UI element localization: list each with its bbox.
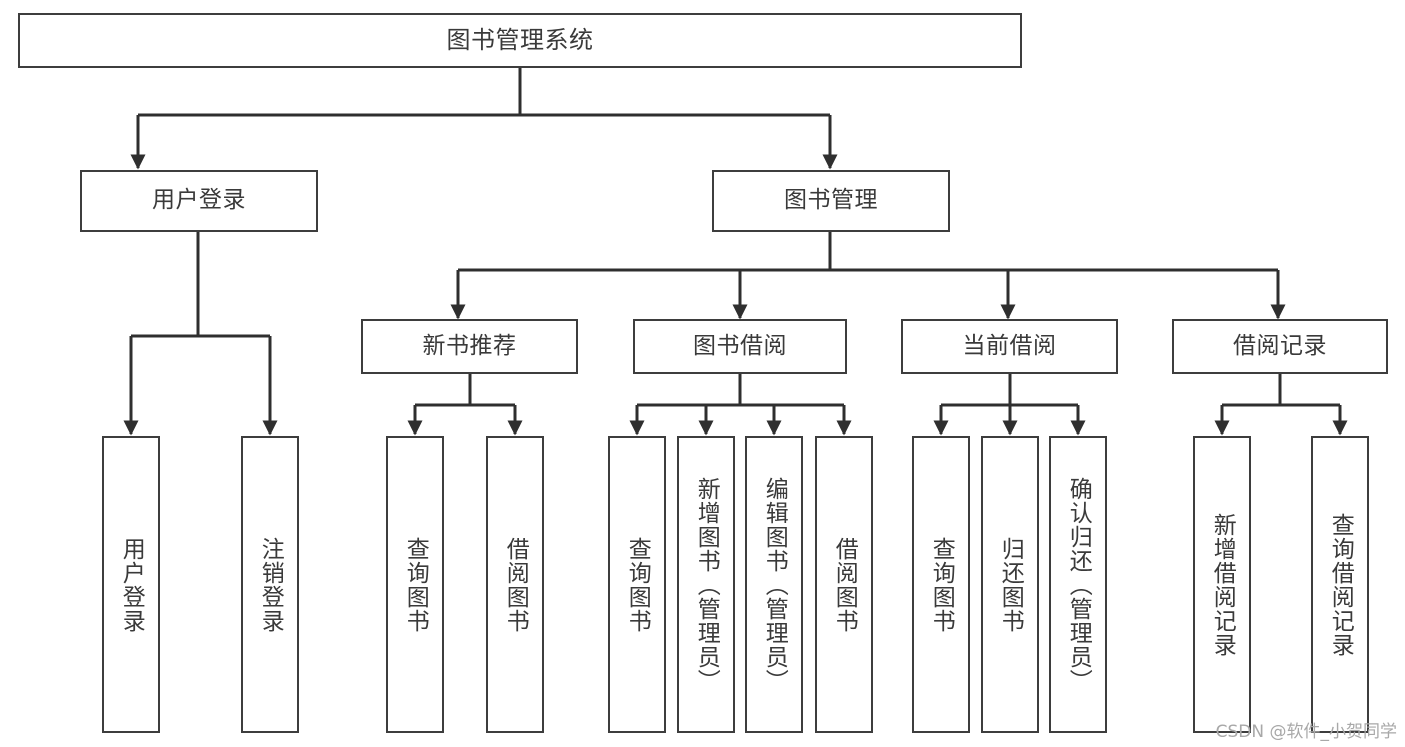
- node-root-label: 图书管理系统: [446, 26, 594, 55]
- node-leaf-edit-book[interactable]: 编辑图书（管理员）: [745, 436, 803, 733]
- node-leaf-query-book-2[interactable]: 查询图书: [608, 436, 666, 733]
- node-book-borrow-label: 图书借阅: [693, 332, 787, 359]
- node-leaf-confirm-return-label: 确认归还（管理员）: [1065, 476, 1092, 693]
- node-root[interactable]: 图书管理系统: [18, 13, 1022, 68]
- node-leaf-query-record-label: 查询借阅记录: [1327, 512, 1354, 657]
- node-leaf-user-login-label: 用户登录: [118, 536, 145, 633]
- node-leaf-query-book-1-label: 查询图书: [402, 536, 429, 633]
- node-leaf-query-book-3-label: 查询图书: [928, 536, 955, 633]
- node-book-manage[interactable]: 图书管理: [712, 170, 950, 232]
- node-leaf-borrow-book-2-label: 借阅图书: [831, 536, 858, 633]
- node-leaf-user-login[interactable]: 用户登录: [102, 436, 160, 733]
- node-leaf-edit-book-label: 编辑图书（管理员）: [761, 476, 788, 693]
- node-leaf-add-record[interactable]: 新增借阅记录: [1193, 436, 1251, 733]
- node-current-borrow[interactable]: 当前借阅: [901, 319, 1118, 374]
- node-leaf-query-book-2-label: 查询图书: [624, 536, 651, 633]
- node-user-login[interactable]: 用户登录: [80, 170, 318, 232]
- node-leaf-return-book[interactable]: 归还图书: [981, 436, 1039, 733]
- node-book-manage-label: 图书管理: [784, 187, 878, 214]
- node-leaf-add-book[interactable]: 新增图书（管理员）: [677, 436, 735, 733]
- node-leaf-confirm-return[interactable]: 确认归还（管理员）: [1049, 436, 1107, 733]
- node-leaf-query-book-3[interactable]: 查询图书: [912, 436, 970, 733]
- node-leaf-query-book-1[interactable]: 查询图书: [386, 436, 444, 733]
- node-leaf-query-record[interactable]: 查询借阅记录: [1311, 436, 1369, 733]
- node-new-book-recommend-label: 新书推荐: [422, 332, 517, 359]
- node-leaf-add-record-label: 新增借阅记录: [1209, 512, 1236, 657]
- node-leaf-logout-label: 注销登录: [257, 536, 284, 633]
- node-borrow-record-label: 借阅记录: [1233, 332, 1327, 359]
- node-leaf-add-book-label: 新增图书（管理员）: [693, 476, 720, 693]
- node-book-borrow[interactable]: 图书借阅: [633, 319, 847, 374]
- node-leaf-borrow-book-1[interactable]: 借阅图书: [486, 436, 544, 733]
- node-user-login-label: 用户登录: [152, 187, 246, 214]
- node-new-book-recommend[interactable]: 新书推荐: [361, 319, 578, 374]
- node-leaf-borrow-book-2[interactable]: 借阅图书: [815, 436, 873, 733]
- node-leaf-logout[interactable]: 注销登录: [241, 436, 299, 733]
- node-leaf-return-book-label: 归还图书: [997, 536, 1024, 633]
- node-current-borrow-label: 当前借阅: [962, 332, 1057, 359]
- node-borrow-record[interactable]: 借阅记录: [1172, 319, 1388, 374]
- watermark-text: CSDN @软件_小贺同学: [1215, 722, 1397, 742]
- node-leaf-borrow-book-1-label: 借阅图书: [502, 536, 529, 633]
